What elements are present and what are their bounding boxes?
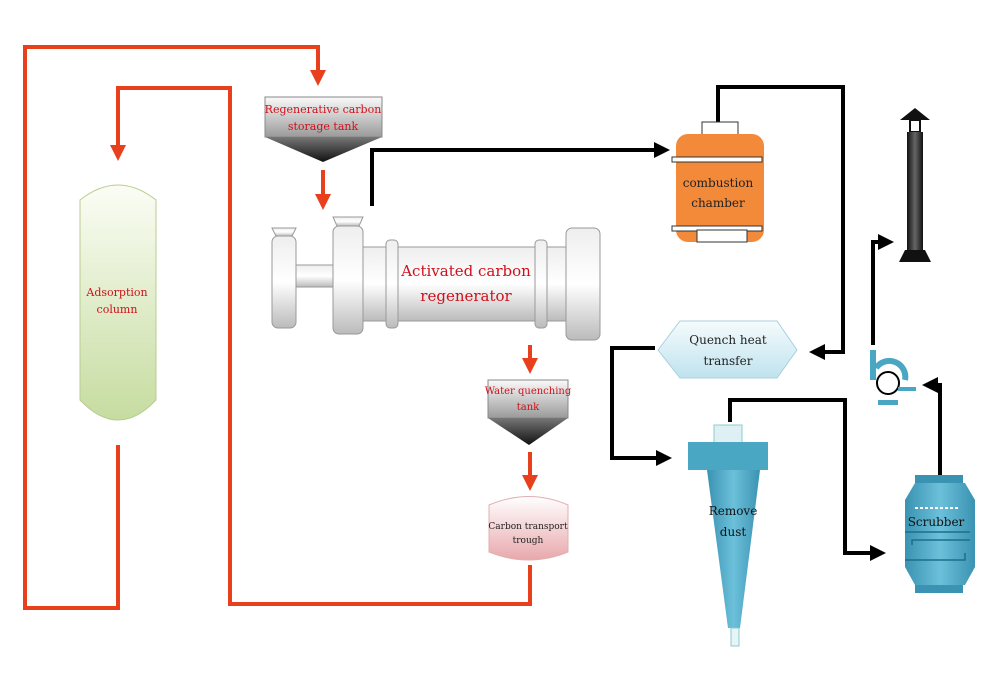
adsorption-label: column [97, 303, 138, 316]
adsorption-column: Adsorption column [79, 184, 157, 421]
combustion-label: chamber [691, 196, 745, 210]
combustion-label: combustion [683, 176, 754, 190]
chimney [899, 108, 931, 262]
storage-tank-label: Regenerative carbon [265, 103, 382, 116]
trough-label: trough [513, 536, 544, 546]
quench-heat-label: transfer [704, 354, 753, 368]
quench-heat-label: Quench heat [689, 333, 767, 347]
adsorption-label: Adsorption [85, 286, 147, 299]
quench-tank-label: Water quenching [485, 386, 572, 397]
trough-label: Carbon transport [488, 522, 568, 532]
regenerator-label: regenerator [420, 287, 512, 305]
carbon-transport-trough: Carbon transport trough [488, 496, 569, 561]
regenerator-label: Activated carbon [400, 262, 531, 280]
activated-carbon-regenerator: Activated carbon regenerator [271, 216, 601, 341]
combustion-chamber: combustion chamber [671, 121, 764, 243]
water-quenching-tank: Water quenching tank [485, 379, 572, 445]
scrubber-label: Scrubber [908, 515, 965, 529]
scrubber: Scrubber [905, 475, 975, 593]
storage-tank-label: storage tank [288, 120, 359, 133]
quench-tank-label: tank [517, 402, 540, 413]
quench-heat-transfer: Quench heat transfer [657, 320, 798, 379]
regenerative-carbon-storage-tank: Regenerative carbon storage tank [264, 96, 383, 162]
carbon-flow-lines [23, 45, 538, 610]
cyclone-label: dust [720, 525, 747, 539]
fan-icon [870, 350, 916, 405]
cyclone-label: Remove [709, 504, 758, 518]
gas-flow-lines [370, 85, 942, 561]
cyclone-dust-remover: Remove dust [688, 424, 768, 647]
